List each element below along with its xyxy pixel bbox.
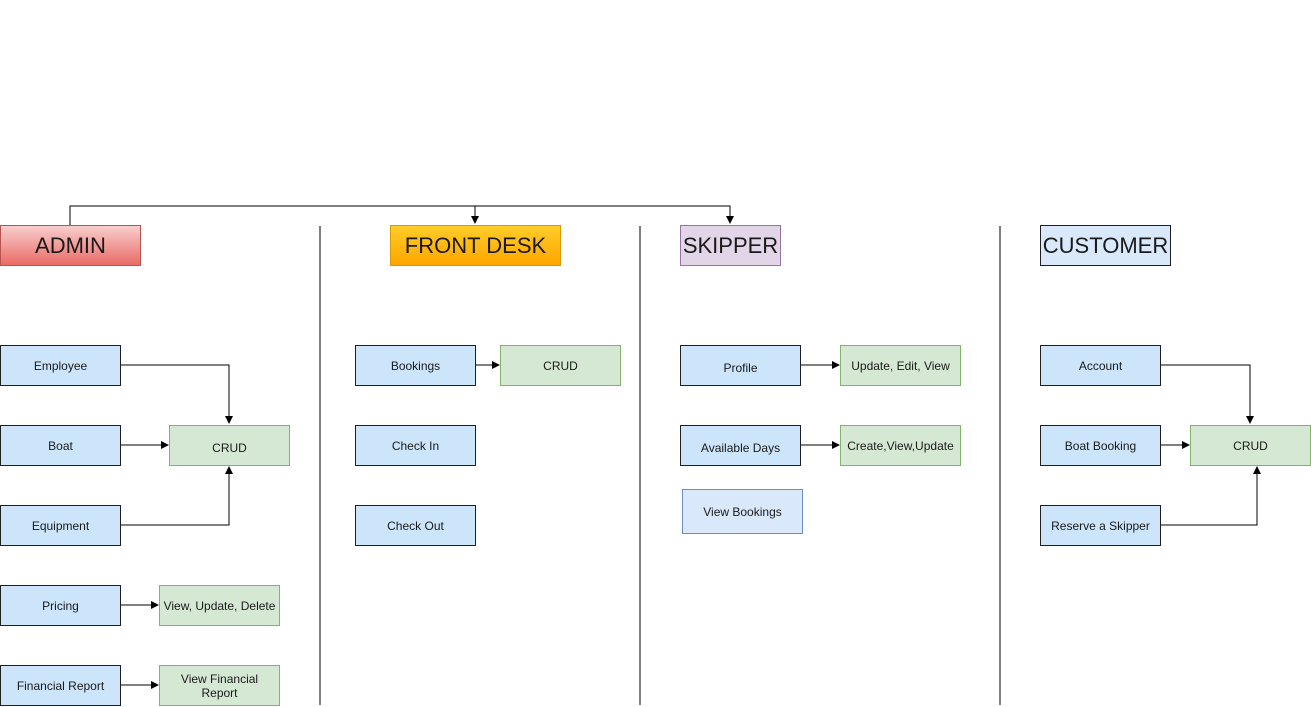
skipper-role-header: SKIPPER [680,225,781,266]
view-bookings-node: View Bookings [682,489,803,534]
boat-node: Boat [0,425,121,466]
profile-node: Profile [680,345,801,386]
customer-role-header: CUSTOMER [1040,225,1171,266]
financial-report-node: Financial Report [0,665,121,706]
equipment-node: Equipment [0,505,121,546]
connector-admin-front-desk [69,205,479,225]
connector-equipment-crud [120,466,233,526]
check-out-node: Check Out [355,505,476,546]
check-in-node: Check In [355,425,476,466]
available-days-node: Available Days [680,425,801,466]
account-node: Account [1040,345,1161,386]
employee-node: Employee [0,345,121,386]
pricing-node: Pricing [0,585,121,626]
reserve-skipper-node: Reserve a Skipper [1040,505,1161,546]
front-desk-role-header: FRONT DESK [390,225,561,266]
connector-account-crud [1160,364,1254,424]
bookings-node: Bookings [355,345,476,386]
report-actions-node: View Financial Report [159,665,280,706]
days-actions-node: Create,View,Update [840,425,961,466]
pricing-actions-node: View, Update, Delete [159,585,280,626]
admin-role-header: ADMIN [0,225,141,266]
admin-crud-node: CRUD [169,425,290,466]
connector-employee-crud [120,364,233,424]
profile-actions-node: Update, Edit, View [840,345,961,386]
connector-reserve-skipper-crud [1160,466,1261,526]
connector-admin-skipper [475,205,734,224]
boat-booking-node: Boat Booking [1040,425,1161,466]
customer-crud-node: CRUD [1190,425,1311,466]
front-desk-crud-node: CRUD [500,345,621,386]
